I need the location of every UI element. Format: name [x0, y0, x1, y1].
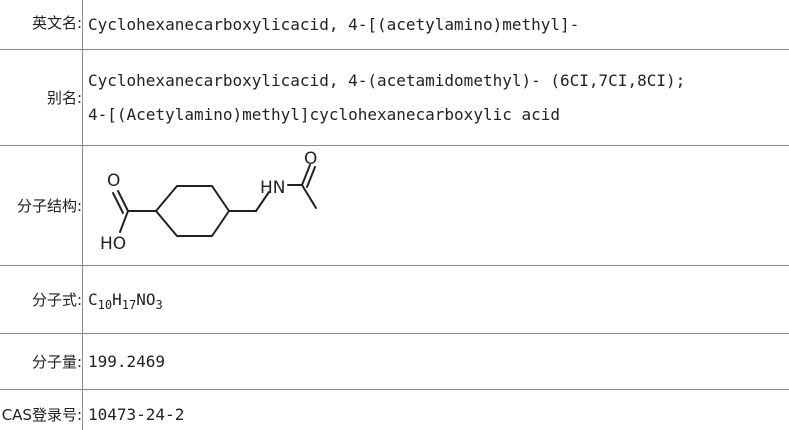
formula-sub-no: 3	[155, 298, 163, 312]
cas-value: 10473-24-2	[82, 389, 789, 430]
atom-o-amide: O	[304, 149, 317, 169]
row-synonyms: 别名: Cyclohexanecarboxylicacid, 4-(acetam…	[0, 49, 789, 146]
molecular-weight-value: 199.2469	[82, 333, 789, 390]
formula-label: 分子式:	[0, 265, 83, 334]
formula-sub-c: 10	[97, 298, 113, 312]
bond-acid-c-to-o-1	[117, 189, 129, 212]
row-english-name: 英文名: Cyclohexanecarboxylicacid, 4-[(acet…	[0, 0, 789, 50]
atom-o-acid: O	[107, 171, 120, 191]
bond-ch2-to-n	[255, 190, 270, 212]
bond-amide-c-to-o-2	[306, 165, 316, 188]
structure-label: 分子结构:	[0, 145, 83, 266]
cas-label: CAS登录号:	[0, 389, 83, 430]
ring-bond-path	[155, 184, 230, 237]
english-name-label: 英文名:	[0, 0, 83, 50]
bond-acid-c-to-o-2	[112, 191, 124, 214]
atom-ho: HO	[100, 234, 126, 254]
formula-value: C10H17NO3	[82, 265, 789, 334]
row-molecular-weight: 分子量: 199.2469	[0, 333, 789, 390]
structure-value: O HO HN O	[82, 145, 789, 266]
formula-element-h: H	[112, 290, 122, 309]
synonym-line-2: 4-[(Acetylamino)methyl]cyclohexanecarbox…	[88, 104, 561, 124]
atom-hn: HN	[260, 178, 286, 198]
bond-amide-c-to-o-1	[301, 163, 311, 186]
row-structure: 分子结构: O	[0, 145, 789, 266]
formula-sub-h: 17	[121, 298, 137, 312]
row-cas: CAS登录号: 10473-24-2	[0, 389, 789, 430]
english-name-value: Cyclohexanecarboxylicacid, 4-[(acetylami…	[82, 0, 789, 50]
row-formula: 分子式: C10H17NO3	[0, 265, 789, 334]
synonyms-value: Cyclohexanecarboxylicacid, 4-(acetamidom…	[82, 49, 789, 146]
molecular-weight-label: 分子量:	[0, 333, 83, 390]
formula-element-no: NO	[136, 290, 156, 309]
synonyms-label: 别名:	[0, 49, 83, 146]
molecular-structure-image: O HO HN O	[100, 149, 317, 254]
bond-amide-c-to-ch3	[301, 183, 317, 209]
bond-acid-c-to-oh	[119, 209, 129, 233]
formula-element-c: C	[88, 290, 98, 309]
synonym-line-1: Cyclohexanecarboxylicacid, 4-(acetamidom…	[88, 70, 686, 90]
